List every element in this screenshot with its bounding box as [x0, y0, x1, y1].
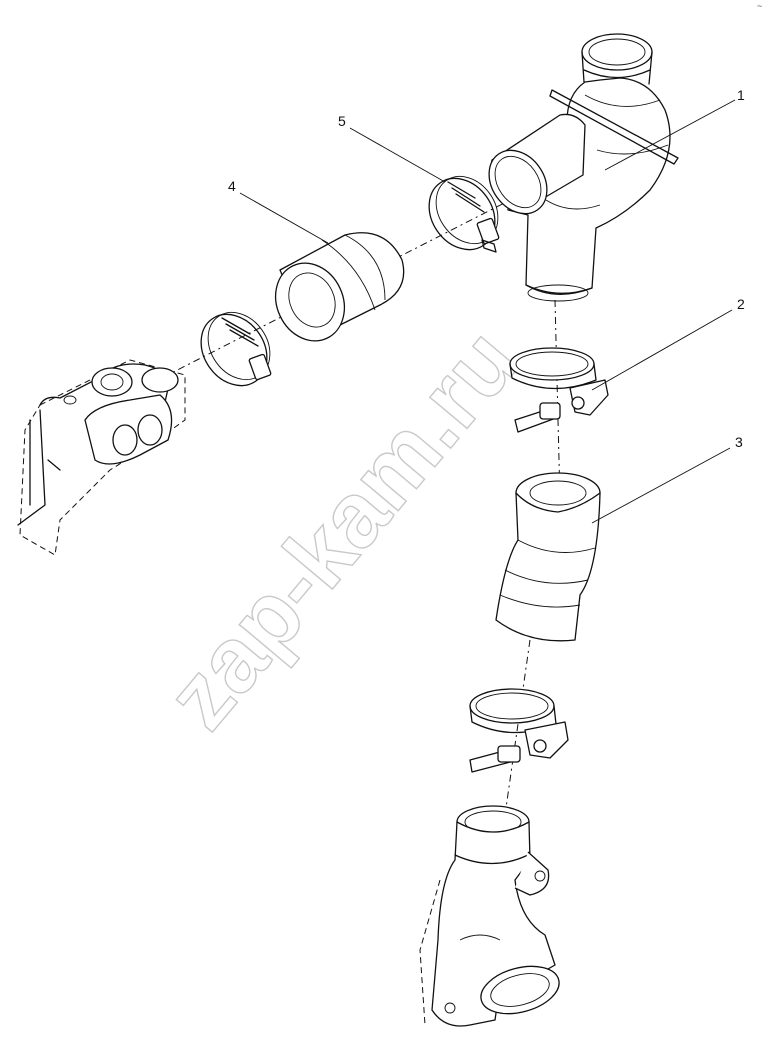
callout-label-2: 2 [737, 296, 745, 312]
watermark: zap-kam.ru [147, 310, 537, 748]
lower-t-bolt-clamp [469, 688, 569, 773]
callout-5: 5 [338, 113, 446, 183]
part-1-thermostat-housing [488, 33, 679, 302]
callout-2: 2 [591, 296, 745, 391]
callout-4: 4 [228, 178, 329, 244]
part-2-t-bolt-clamp [509, 347, 609, 433]
inlet-pipe-lower [419, 805, 560, 1027]
callout-label-5: 5 [338, 113, 346, 129]
callout-label-1: 1 [737, 87, 745, 103]
callout-1: 1 [604, 87, 745, 171]
callout-label-4: 4 [228, 178, 236, 194]
engine-block-fragment [17, 359, 186, 556]
part-4-hose [274, 232, 405, 342]
hose-clamp-left [200, 311, 272, 387]
callout-label-3: 3 [735, 434, 743, 450]
corner-mark: ~ [757, 1, 762, 11]
part-5-hose-clamp [428, 175, 500, 253]
part-3-curved-hose [495, 472, 601, 642]
callout-3: 3 [591, 434, 743, 524]
